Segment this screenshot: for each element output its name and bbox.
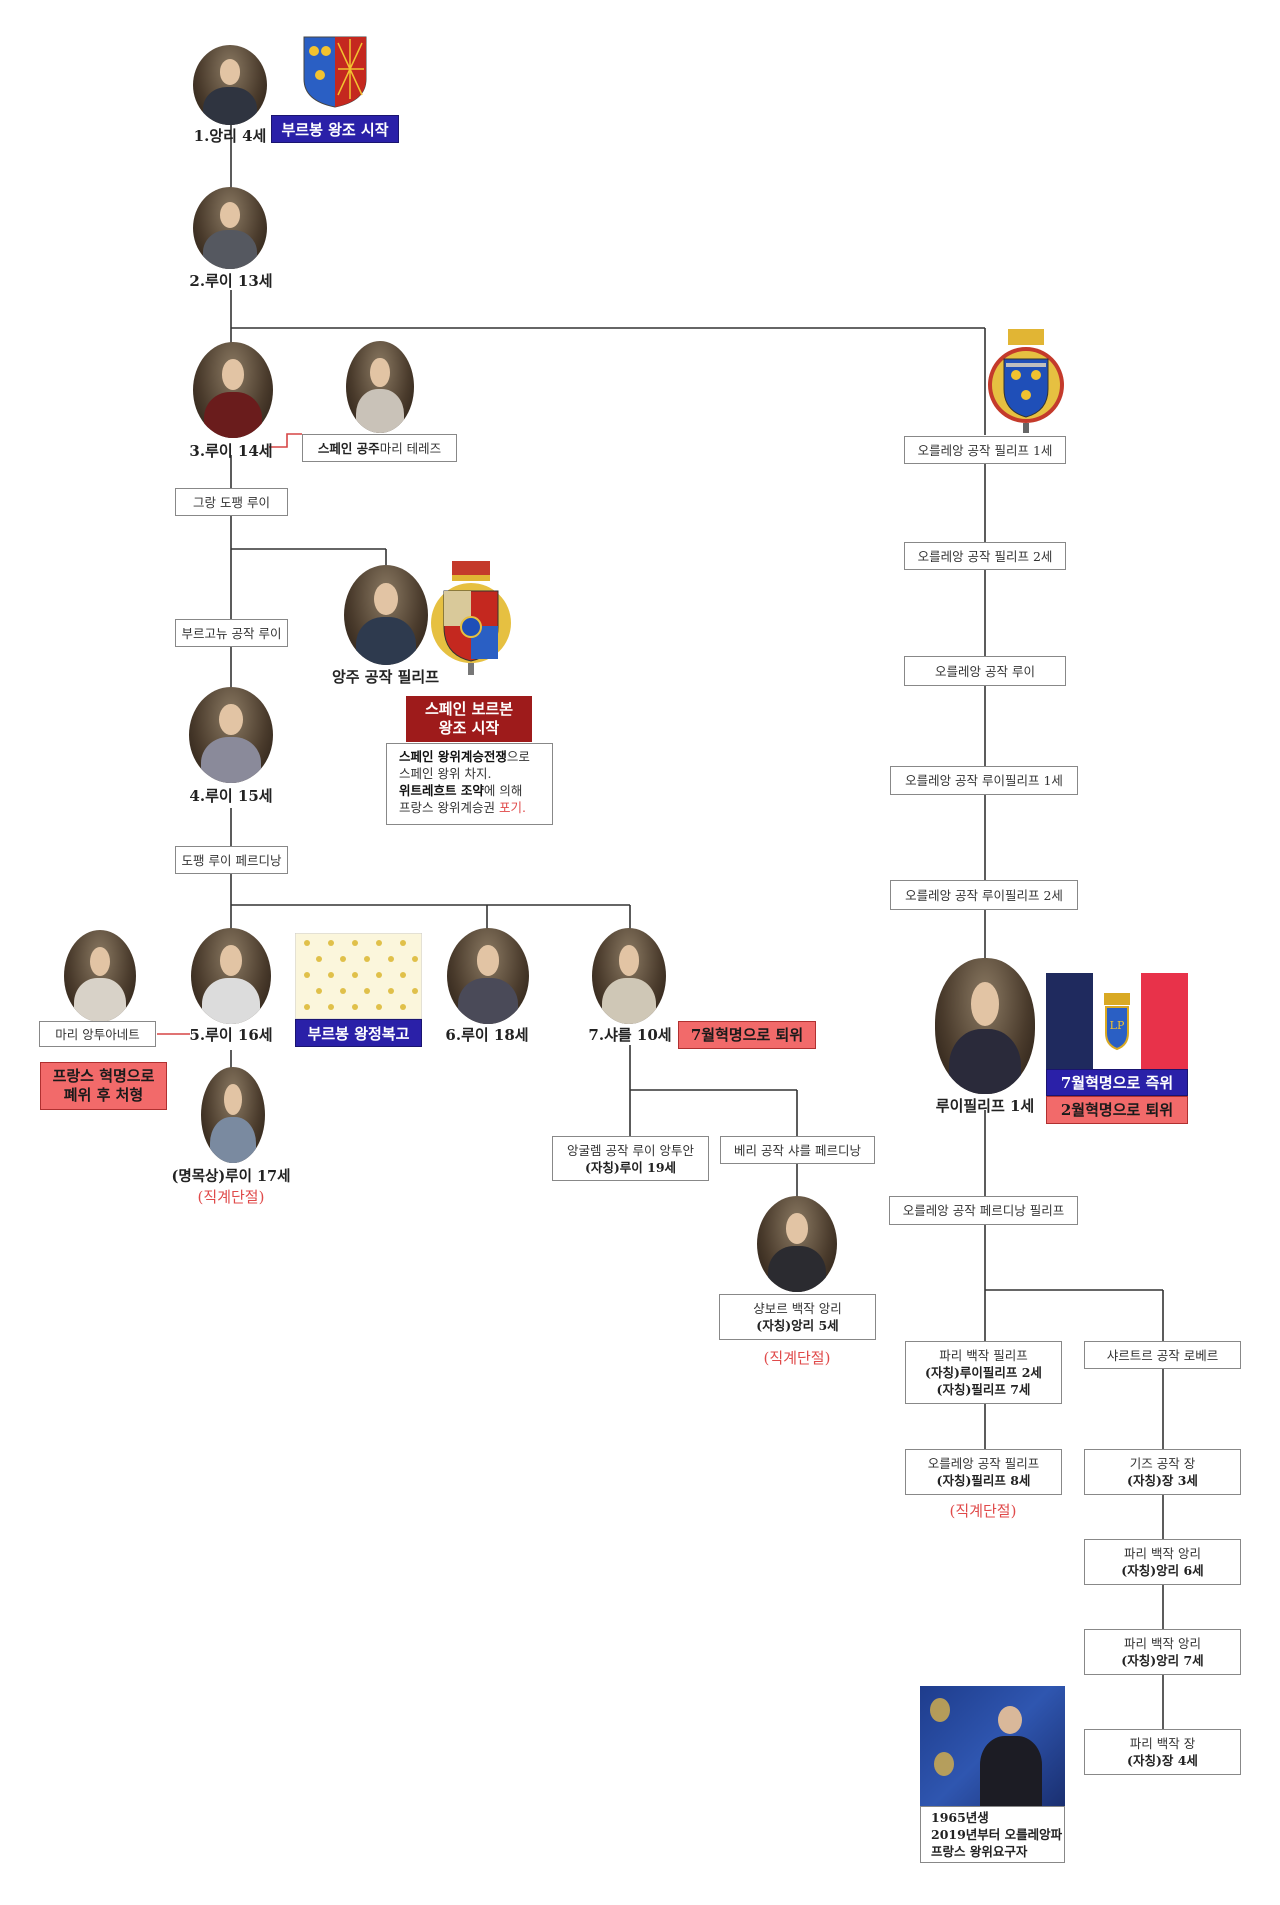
portrait-louis18: [447, 928, 529, 1024]
box-maria-theresa: 스페인 공주 마리 테레즈: [302, 434, 457, 462]
portrait-charles10: [592, 928, 666, 1024]
box-orleans-lp2: 오를레앙 공작 루이필리프 2세: [890, 880, 1078, 910]
label-henri4: 1.앙리 4세: [193, 127, 267, 145]
box-chartres: 샤르트르 공작 로베르: [1084, 1341, 1241, 1369]
tag-bourbon-start: 부르봉 왕조 시작: [271, 115, 399, 143]
box-angouleme: 앙굴렘 공작 루이 앙투안(자칭)루이 19세: [552, 1136, 709, 1181]
box-dauphin-ferdinand: 도팽 루이 페르디낭: [175, 846, 288, 874]
label-louis13: 2.루이 13세: [189, 272, 273, 290]
portrait-henri4: [193, 45, 267, 125]
coat-of-arms-france-navarre-icon: [303, 36, 367, 108]
box-marie-antoinette: 마리 앙투아네트: [39, 1021, 156, 1047]
box-paris-henri6: 파리 백작 앙리(자칭)앙리 6세: [1084, 1539, 1241, 1585]
box-orleans-philippe2: 오를레앙 공작 필리프 2세: [904, 542, 1066, 570]
portrait-marie-antoinette: [64, 930, 136, 1022]
label-louis14: 3.루이 14세: [189, 442, 273, 460]
label-philippe-anjou: 앙주 공작 필리프: [331, 668, 440, 686]
box-grand-dauphin: 그랑 도팽 루이: [175, 488, 288, 516]
portrait-louis17: [201, 1067, 265, 1163]
label-louis16: 5.루이 16세: [189, 1026, 273, 1044]
photo-modern-claimant: [920, 1686, 1065, 1806]
portrait-chambord: [757, 1196, 837, 1292]
tag-july-deposed: 7월혁명으로 퇴위: [678, 1021, 816, 1049]
box-paris-philippe: 파리 백작 필리프(자칭)루이필리프 2세(자칭)필리프 7세: [905, 1341, 1062, 1404]
box-orleans-ferdinand: 오를레앙 공작 페르디낭 필리프: [889, 1196, 1078, 1225]
coat-of-arms-spain-icon: [431, 561, 511, 675]
note-spanish-succession: 스페인 왕위계승전쟁으로 스페인 왕위 차지. 위트레흐트 조약에 의해 프랑스…: [386, 743, 553, 825]
portrait-louis16: [191, 928, 271, 1024]
portrait-philippe-anjou: [344, 565, 428, 665]
box-berry: 베리 공작 샤를 페르디낭: [720, 1136, 875, 1164]
july-monarchy-flag-icon: LP: [1046, 973, 1188, 1069]
box-orleans-philippe8: 오를레앙 공작 필리프(자칭)필리프 8세: [905, 1449, 1062, 1495]
box-orleans-lp1: 오를레앙 공작 루이필리프 1세: [890, 766, 1078, 795]
extinct-chambord: (직계단절): [763, 1349, 831, 1367]
label-louis-philippe1: 루이필리프 1세: [935, 1097, 1035, 1115]
marriage-line-louis14: [269, 433, 302, 448]
label-louis18: 6.루이 18세: [445, 1026, 529, 1044]
box-chambord: 샹보르 백작 앙리(자칭)앙리 5세: [719, 1294, 876, 1340]
tag-july-enthroned: 7월혁명으로 즉위: [1046, 1069, 1188, 1096]
portrait-louis13: [193, 187, 267, 269]
extinct-philippe8: (직계단절): [949, 1502, 1017, 1520]
box-guise: 기즈 공작 장(자칭)장 3세: [1084, 1449, 1241, 1495]
portrait-louis-philippe1: [935, 958, 1035, 1094]
lp-monogram: LP: [1110, 1019, 1125, 1032]
box-orleans-philippe1: 오를레앙 공작 필리프 1세: [904, 436, 1066, 464]
label-louis15: 4.루이 15세: [189, 787, 273, 805]
box-orleans-louis: 오를레앙 공작 루이: [904, 656, 1066, 686]
tag-feb-deposed: 2월혁명으로 퇴위: [1046, 1096, 1188, 1124]
tag-restoration: 부르봉 왕정복고: [295, 1019, 422, 1047]
box-paris-jean4: 파리 백작 장(자칭)장 4세: [1084, 1729, 1241, 1775]
portrait-louis15: [189, 687, 273, 783]
portrait-louis14: [193, 342, 273, 438]
label-charles10: 7.샤를 10세: [588, 1026, 672, 1044]
box-paris-henri7: 파리 백작 앙리(자칭)앙리 7세: [1084, 1629, 1241, 1675]
box-burgundy: 부르고뉴 공작 루이: [175, 619, 288, 647]
label-louis17: (명목상)루이 17세: [171, 1168, 291, 1185]
coat-of-arms-orleans-icon: [988, 329, 1064, 433]
extinct-louis17: (직계단절): [197, 1188, 265, 1206]
portrait-maria-theresa: [346, 341, 414, 433]
bourbon-flag-icon: [295, 933, 422, 1019]
